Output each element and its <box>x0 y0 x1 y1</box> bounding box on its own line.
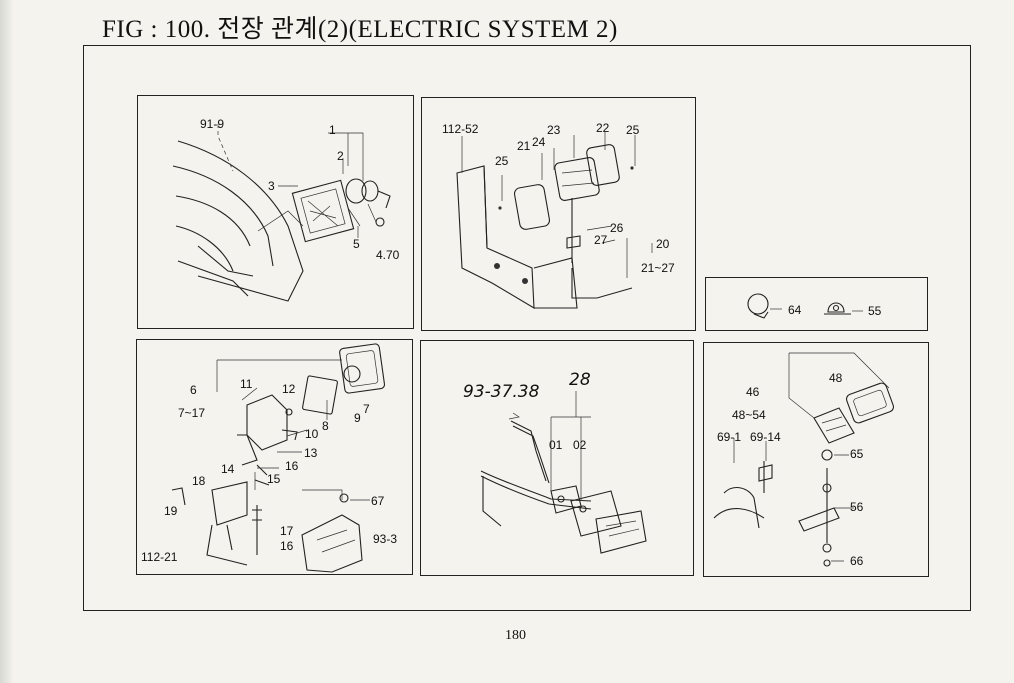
mirror-label: 26 <box>610 221 624 235</box>
side-light-label: 16 <box>285 459 299 473</box>
figure-frame <box>83 45 971 611</box>
side-light-label: 13 <box>304 446 318 460</box>
harness-drawing <box>480 391 647 554</box>
side-light-label: 16 <box>280 539 294 553</box>
panel-clamps: 64 55 <box>705 277 928 331</box>
side-light-label: 10 <box>305 427 319 441</box>
side-light-label: 19 <box>164 504 178 518</box>
headlamp-label: 2 <box>337 149 344 163</box>
mirror-label: 23 <box>547 123 561 137</box>
panel-headlamp: 91-9 1 2 3 5 4.70 <box>137 95 414 329</box>
rear-lamp-label: 48 <box>829 371 843 385</box>
mirror-label: 25 <box>626 123 640 137</box>
headlamp-drawing <box>172 124 391 302</box>
rear-lamp-label: 69-14 <box>750 430 781 444</box>
headlamp-label: 91-9 <box>200 117 225 131</box>
clamps-drawing <box>747 293 863 319</box>
mirror-label: 24 <box>532 135 546 149</box>
rear-lamp-label: 56 <box>850 500 864 514</box>
headlamp-label: 3 <box>268 179 275 193</box>
harness-label: 93-37.38 <box>463 382 540 402</box>
panel-mirror: 112-52 23 22 25 21 24 25 26 27 20 21~27 <box>421 97 696 331</box>
side-light-label: 17 <box>280 524 294 538</box>
harness-label: 28 <box>569 370 591 390</box>
page-number: 180 <box>505 628 526 643</box>
panel-rear-lamp: 48 46 48~54 69-1 69-14 65 56 66 <box>703 342 929 577</box>
headlamp-label: 1 <box>329 123 336 137</box>
harness-label: 02 <box>573 438 587 452</box>
side-light-label: 18 <box>192 474 206 488</box>
side-light-label: 112-21 <box>141 550 178 564</box>
mirror-label: 21~27 <box>641 261 675 275</box>
harness-label: 01 <box>549 438 563 452</box>
mirror-label: 27 <box>594 233 608 247</box>
side-light-label: 7~17 <box>178 406 206 420</box>
scan-shadow <box>0 0 14 683</box>
mirror-drawing <box>456 132 653 309</box>
side-light-label: 11 <box>240 377 253 391</box>
side-light-label: 12 <box>282 382 296 396</box>
clamps-label: 64 <box>788 303 802 317</box>
panel-side-light: 6 7~17 11 12 10 8 9 7 13 14 16 15 18 19 … <box>136 339 413 575</box>
side-light-label: 6 <box>190 383 197 397</box>
headlamp-label: 4.70 <box>376 248 400 262</box>
mirror-label: 21 <box>517 139 531 153</box>
headlamp-label: 5 <box>353 237 360 251</box>
mirror-label: 25 <box>495 154 509 168</box>
side-light-drawing <box>171 343 386 573</box>
rear-lamp-label: 65 <box>850 447 864 461</box>
rear-lamp-label: 46 <box>746 385 760 399</box>
side-light-label: 93-3 <box>373 532 398 546</box>
side-light-label: 67 <box>371 494 385 508</box>
side-light-label: 7 <box>363 402 370 416</box>
rear-lamp-label: 48~54 <box>732 408 766 422</box>
figure-title: FIG : 100. 전장 관계(2)(ELECTRIC SYSTEM 2) <box>102 16 618 43</box>
panel-harness: 93-37.38 28 01 02 <box>420 340 694 576</box>
side-light-label: 9 <box>354 411 361 425</box>
side-light-label: 8 <box>322 419 329 433</box>
mirror-label: 22 <box>596 121 610 135</box>
mirror-label: 20 <box>656 237 670 251</box>
rear-lamp-label: 66 <box>850 554 864 568</box>
side-light-label: 15 <box>267 472 281 486</box>
rear-lamp-drawing <box>713 352 895 567</box>
side-light-label: 14 <box>221 462 235 476</box>
rear-lamp-label: 69-1 <box>717 430 742 444</box>
clamps-label: 55 <box>868 304 882 318</box>
mirror-label: 112-52 <box>442 122 479 136</box>
